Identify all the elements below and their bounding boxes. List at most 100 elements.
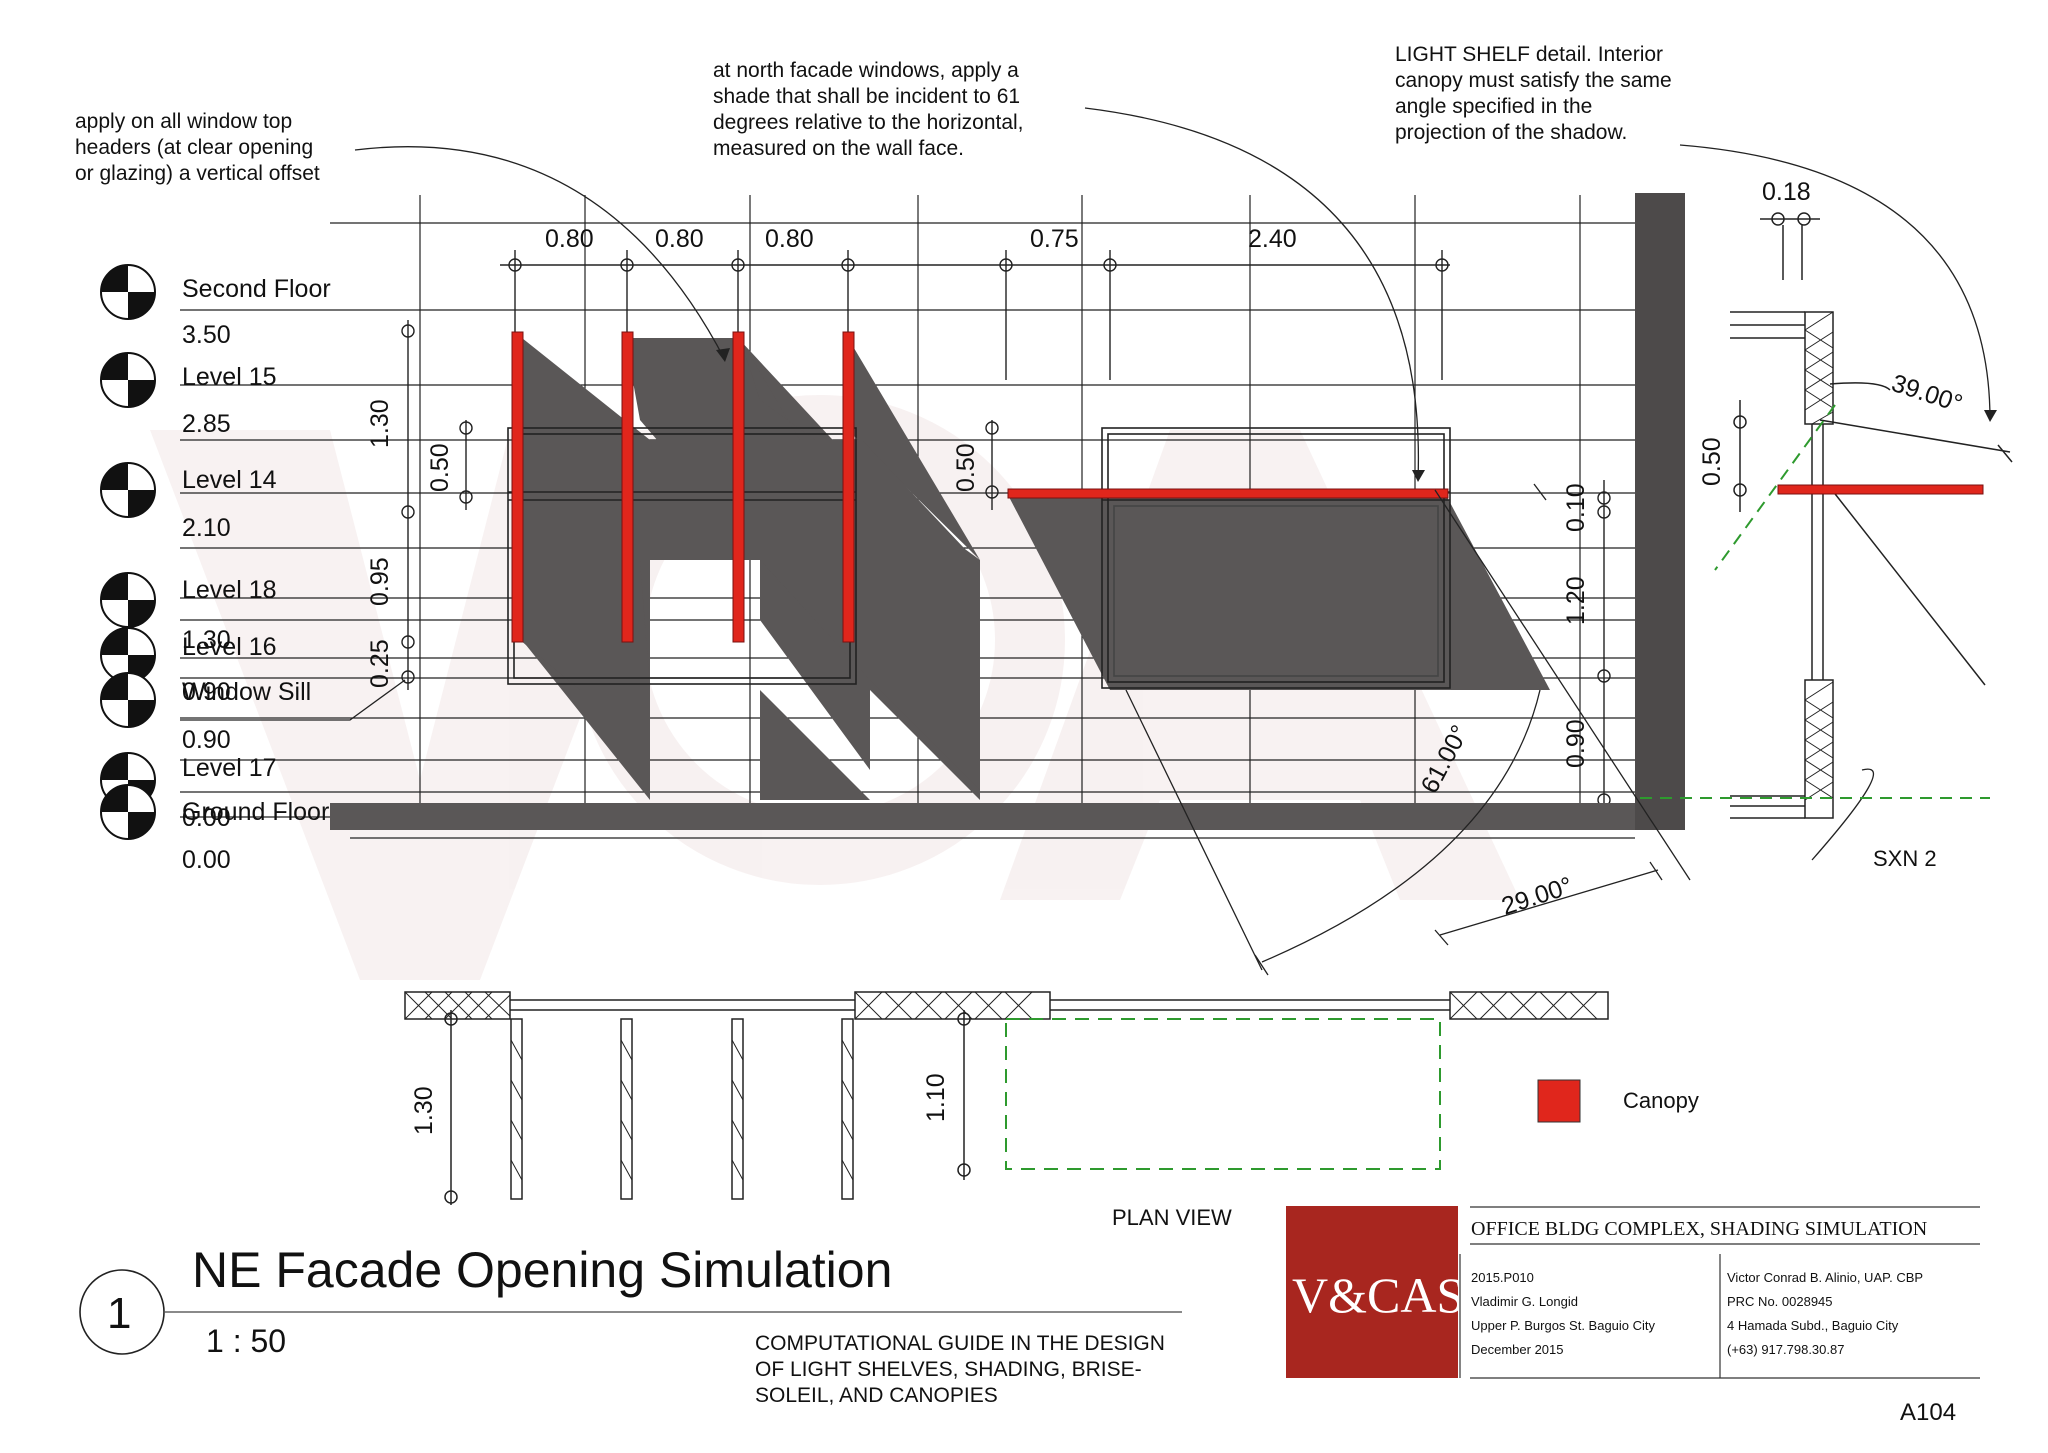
section-green-guides	[1640, 404, 1990, 799]
level-elevation: 2.85	[182, 410, 231, 438]
description-line: OF LIGHT SHELVES, SHADING, BRISE-	[755, 1358, 1142, 1381]
dim-left-window2: 0.50	[952, 443, 980, 492]
level-elevation: 0.90	[182, 726, 231, 754]
dim-section-shelf: 0.50	[1698, 437, 1726, 486]
note-line: projection of the shadow.	[1395, 121, 1627, 144]
level-name: Level 14	[182, 466, 277, 494]
canopy-shadow	[1008, 495, 1550, 690]
sheet-number: A104	[1900, 1399, 1956, 1426]
level-name: Level 16	[182, 633, 277, 661]
ground-slab	[330, 803, 1682, 830]
fin-shadows	[518, 338, 980, 800]
section-light-shelf	[1777, 484, 1984, 495]
view-scale: 1 : 50	[206, 1323, 286, 1359]
view-number-circle	[79, 1269, 165, 1355]
light-shelf-canopy	[1007, 488, 1449, 499]
leader-arrowheads	[716, 348, 1997, 482]
view-title: NE Facade Opening Simulation	[192, 1242, 892, 1298]
description-line: COMPUTATIONAL GUIDE IN THE DESIGN	[755, 1332, 1165, 1355]
level-marker-quadrants	[101, 353, 155, 407]
note-light-shelf: LIGHT SHELF detail. Interior canopy must…	[1395, 43, 1672, 144]
angle-39: 39.00°	[1888, 369, 1966, 418]
info-line: Victor Conrad B. Alinio, UAP. CBP	[1727, 1270, 1923, 1285]
dim-left-3: 0.95	[366, 557, 394, 606]
description: COMPUTATIONAL GUIDE IN THE DESIGN OF LIG…	[755, 1332, 1165, 1407]
note-line: apply on all window top	[75, 110, 292, 133]
level-name: Level 17	[182, 754, 277, 782]
level-marker-quadrants	[101, 265, 155, 319]
dim-top-3: 0.80	[765, 225, 814, 253]
note-line: angle specified in the	[1395, 95, 1592, 118]
note-line: headers (at clear opening	[75, 136, 313, 159]
level-name: Second Floor	[182, 275, 331, 303]
note-line: canopy must satisfy the same	[1395, 69, 1672, 92]
level-elevation: 0.90	[182, 678, 231, 706]
dim-top-4: 0.75	[1030, 225, 1079, 253]
note-line: measured on the wall face.	[713, 137, 964, 160]
level-elevation: 2.10	[182, 514, 231, 542]
view-number: 1	[107, 1289, 131, 1338]
dim-left-1: 1.30	[366, 399, 394, 448]
dim-top-5: 2.40	[1248, 225, 1297, 253]
info-line: Upper P. Burgos St. Baguio City	[1471, 1318, 1656, 1333]
level-name: Level 18	[182, 576, 277, 604]
plan-view-label: PLAN VIEW	[1112, 1205, 1232, 1230]
level-marker-quadrants	[101, 785, 155, 839]
legend-label: Canopy	[1623, 1088, 1699, 1113]
dim-left-2: 0.50	[426, 443, 454, 492]
level-marker-quadrants	[101, 628, 155, 682]
shadow-angle-lines	[1125, 483, 1691, 976]
plan-view	[404, 991, 1609, 1205]
dim-right-1: 0.10	[1562, 483, 1590, 532]
level-marker-quadrants	[101, 673, 155, 727]
level-name: Ground Floor	[182, 798, 329, 826]
dim-left-4: 0.25	[366, 639, 394, 688]
info-line: 4 Hamada Subd., Baguio City	[1727, 1318, 1899, 1333]
level-elevation: 0.00	[182, 804, 231, 832]
plan-canopy-outline	[1005, 1018, 1441, 1170]
logo-text: V&CAS	[1292, 1267, 1464, 1323]
logo-box	[1286, 1206, 1458, 1378]
note-line: LIGHT SHELF detail. Interior	[1395, 43, 1663, 66]
project-title: OFFICE BLDG COMPLEX, SHADING SIMULATION	[1471, 1218, 1927, 1240]
brise-soleil-fins	[511, 331, 855, 643]
level-marker-quadrants	[101, 573, 155, 627]
dim-section-top: 0.18	[1762, 178, 1811, 206]
title-block-left-info: 2015.P010 Vladimir G. Longid Upper P. Bu…	[1471, 1270, 1656, 1357]
note-line: degrees relative to the horizontal,	[713, 111, 1024, 134]
dim-right-2: 1.20	[1562, 576, 1590, 625]
section-marker-label: SXN 2	[1873, 846, 1937, 871]
info-line: December 2015	[1471, 1342, 1564, 1357]
level-name: Level 15	[182, 363, 277, 391]
section-wall	[1635, 193, 1685, 830]
level-elevation: 3.50	[182, 321, 231, 349]
level-name: Window Sill	[182, 678, 311, 706]
info-line: PRC No. 0028945	[1727, 1294, 1833, 1309]
note-line: shade that shall be incident to 61	[713, 85, 1020, 108]
title-block-lines	[1459, 1206, 1980, 1379]
note-line: at north facade windows, apply a	[713, 59, 1019, 82]
note-leaders	[180, 107, 1991, 861]
dim-plan-left: 1.30	[410, 1086, 438, 1135]
info-line: 2015.P010	[1471, 1270, 1534, 1285]
section-detail	[1730, 212, 2013, 819]
level-marker-quadrants	[101, 463, 155, 517]
dim-plan-mid: 1.10	[922, 1073, 950, 1122]
dim-top-2: 0.80	[655, 225, 704, 253]
level-elevation: 0.00	[182, 846, 231, 874]
plan-hatch	[404, 991, 1598, 1181]
level-elevation: 1.30	[182, 626, 231, 654]
info-line: (+63) 917.798.30.87	[1727, 1342, 1844, 1357]
title-block-right-info: Victor Conrad B. Alinio, UAP. CBP PRC No…	[1727, 1270, 1923, 1357]
section-hatch	[1804, 311, 1834, 801]
info-line: Vladimir G. Longid	[1471, 1294, 1578, 1309]
description-line: SOLEIL, AND CANOPIES	[755, 1384, 998, 1407]
note-line: or glazing) a vertical offset	[75, 162, 320, 185]
legend-swatch	[1537, 1079, 1581, 1123]
dim-top-1: 0.80	[545, 225, 594, 253]
note-north-facade: at north facade windows, apply a shade t…	[713, 59, 1024, 160]
note-vertical-offset: apply on all window top headers (at clea…	[75, 110, 320, 185]
